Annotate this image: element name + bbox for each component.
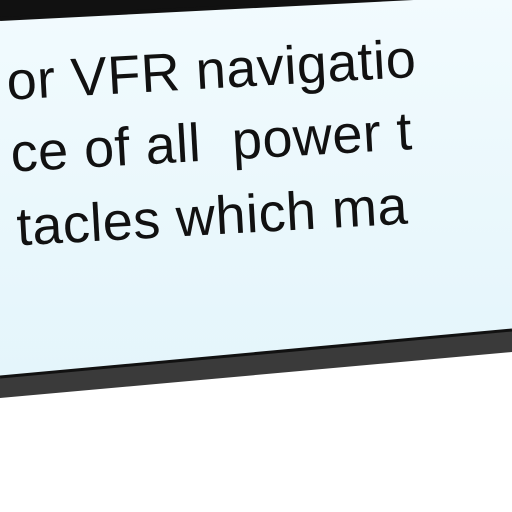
notice-card xyxy=(0,0,512,378)
card-text-group: or VFR navigatio ce of all power t tacle… xyxy=(5,29,418,257)
card-top-border xyxy=(0,0,414,21)
card-top-edge xyxy=(0,0,512,20)
card-bottom-border xyxy=(0,328,512,379)
